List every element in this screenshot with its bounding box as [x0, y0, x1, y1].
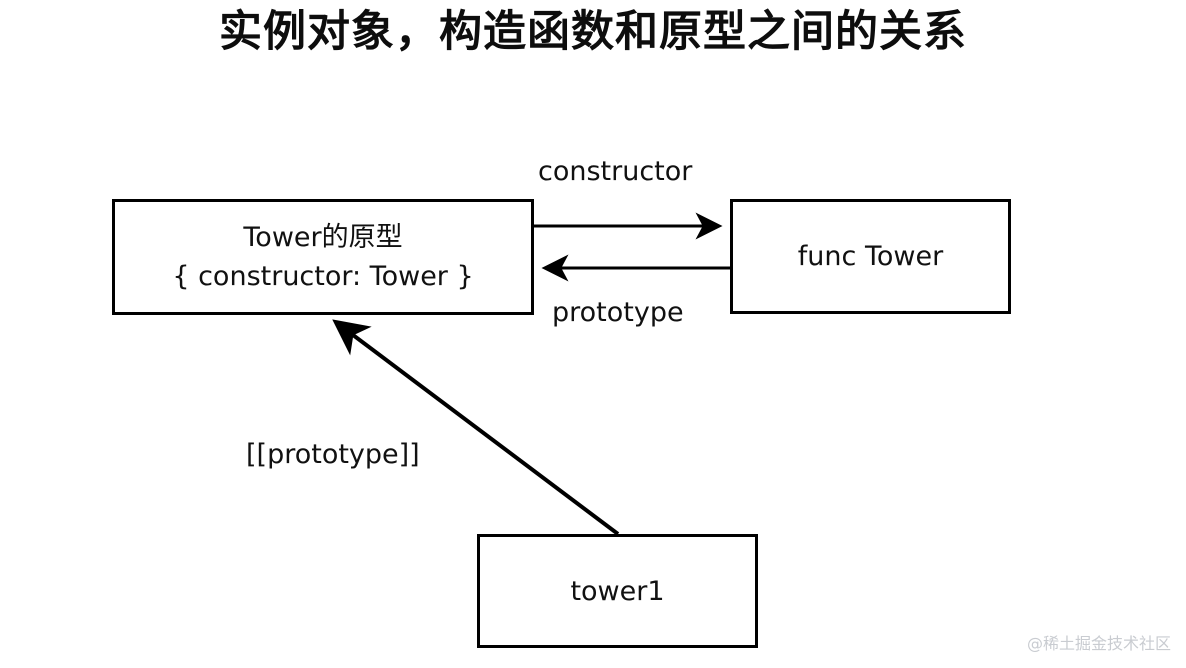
node-prototype-object[interactable]: Tower的原型 { constructor: Tower } — [112, 199, 534, 315]
edge-label-internal-prototype: [[prototype]] — [246, 439, 420, 470]
edge-label-constructor: constructor — [538, 156, 693, 187]
node-prototype-object-line2: { constructor: Tower } — [172, 261, 474, 292]
node-prototype-object-line1: Tower的原型 — [243, 222, 403, 253]
edge-label-prototype: prototype — [552, 297, 684, 328]
page-title: 实例对象，构造函数和原型之间的关系 — [219, 7, 967, 57]
node-instance-object[interactable]: tower1 — [477, 534, 758, 648]
edge-internal-prototype-arrow — [332, 319, 620, 536]
node-constructor-function[interactable]: func Tower — [730, 199, 1011, 314]
node-instance-object-label: tower1 — [570, 575, 665, 607]
node-constructor-function-label: func Tower — [797, 241, 944, 272]
watermark: @稀土掘金技术社区 — [1026, 634, 1171, 653]
